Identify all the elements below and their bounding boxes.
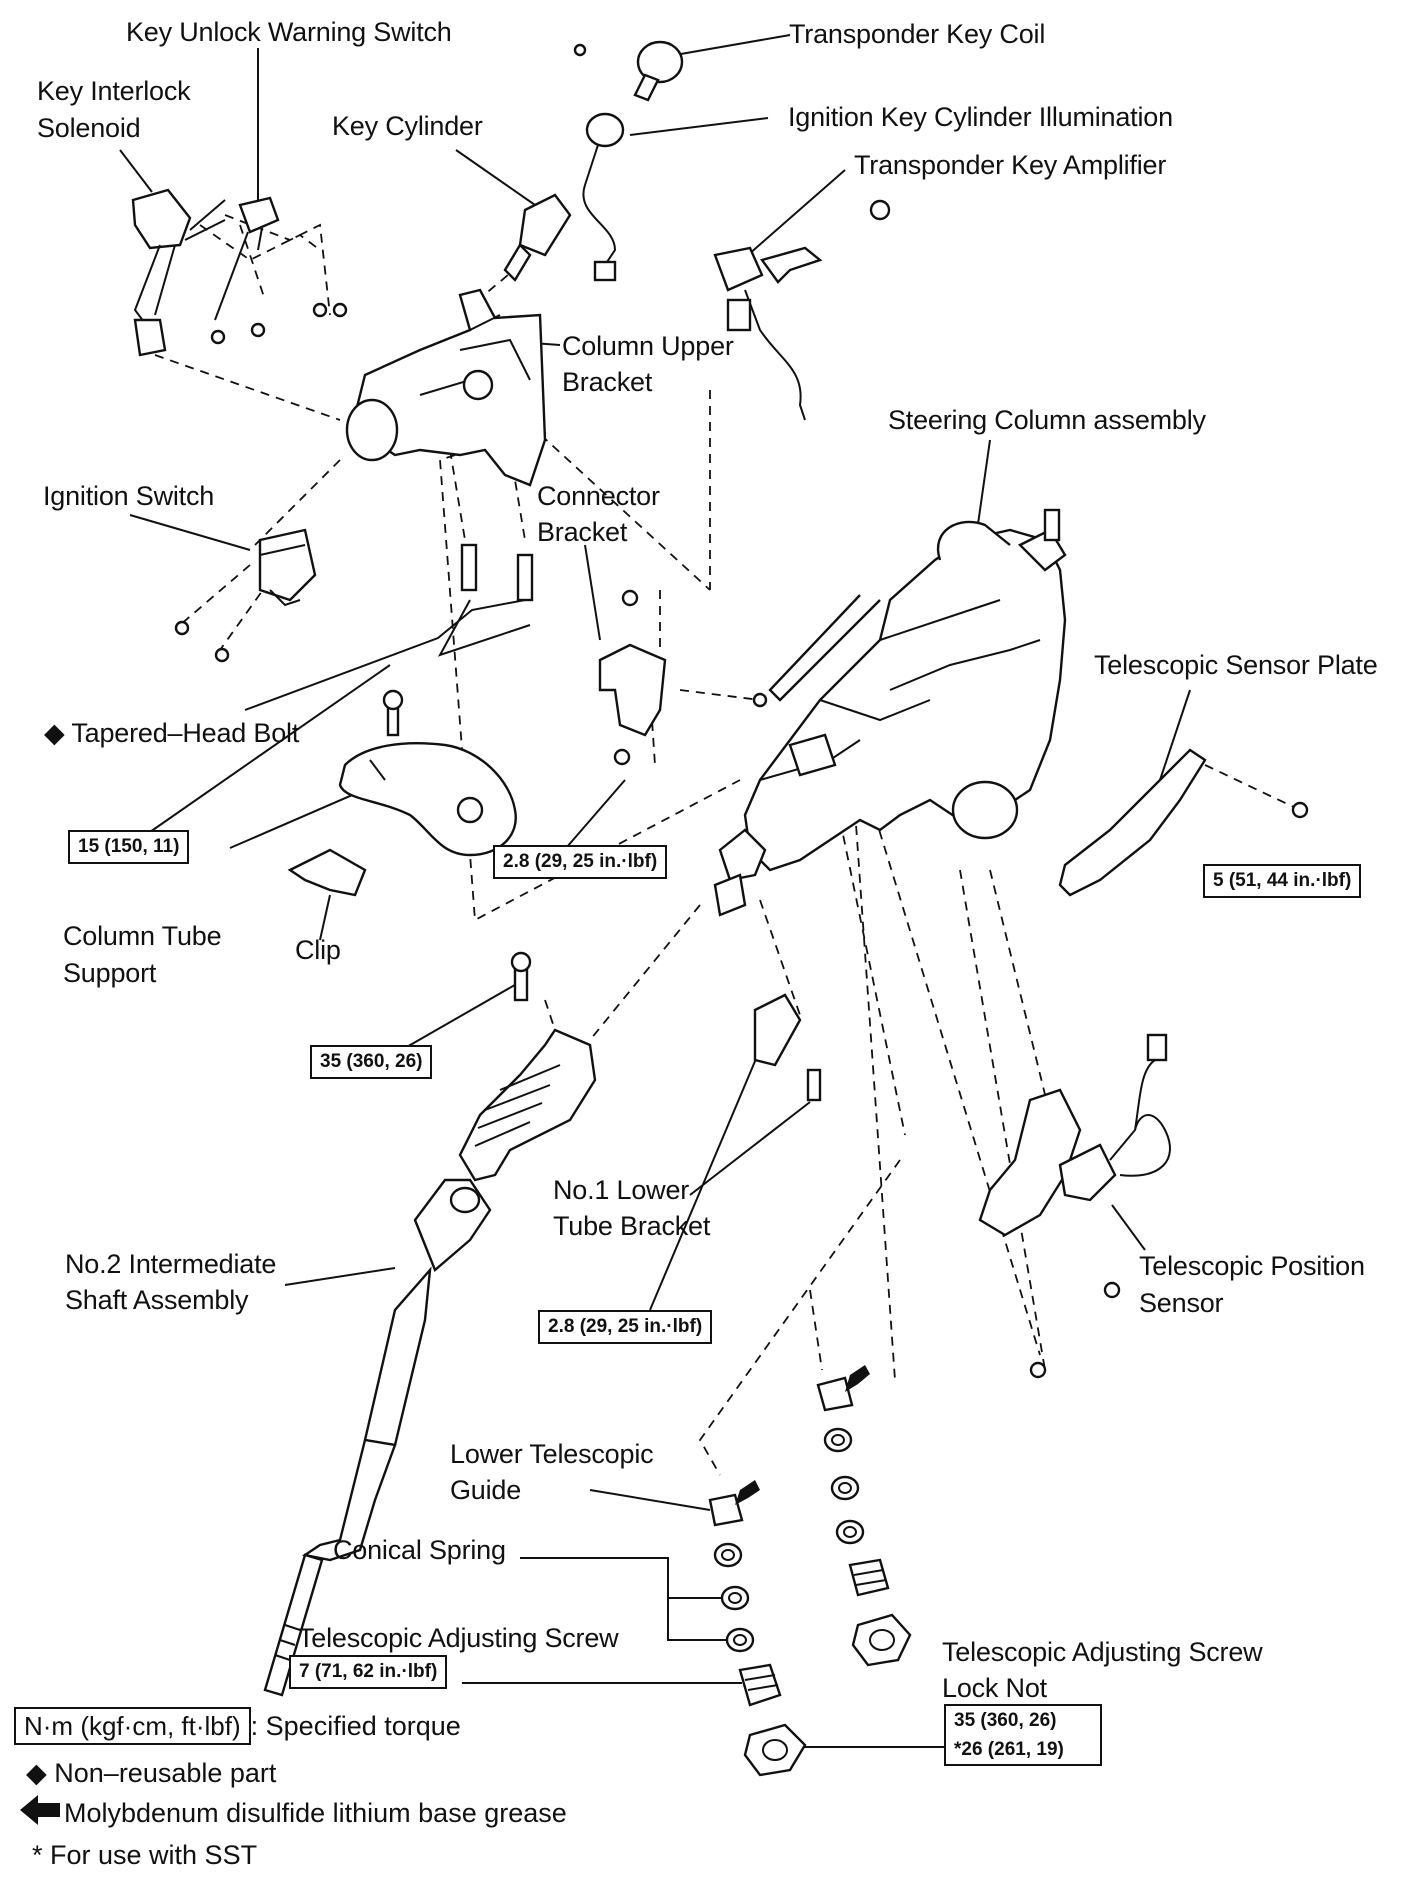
ignition-key-illumination-part [582, 112, 625, 282]
legend-torque: N·m (kgf·cm, ft·lbf): Specified torque [14, 1707, 461, 1745]
intermediate-shaft-part [263, 951, 597, 1697]
label-connector-bracket-2: Bracket [537, 517, 628, 547]
label-telescopic-position-sensor-1: Telescopic Position [1139, 1251, 1365, 1281]
label-key-interlock-solenoid-2: Solenoid [37, 113, 141, 143]
label-telescopic-sensor-plate: Telescopic Sensor Plate [1094, 650, 1378, 680]
no1-lower-tube-bracket-part [753, 993, 822, 1102]
lower-telescopic-guide-stack [708, 1480, 807, 1777]
torque-box-lock-nut: 35 (360, 26) *26 (261, 19) [944, 1704, 1102, 1766]
transponder-key-amplifier-part [713, 199, 891, 421]
label-no2-intermediate-shaft-1: No.2 Intermediate [65, 1249, 277, 1279]
label-tapered-head-bolt: ◆ Tapered–Head Bolt [44, 718, 300, 748]
screws-upper-left [210, 43, 587, 345]
label-telescopic-position-sensor-2: Sensor [1139, 1288, 1224, 1318]
label-telescopic-adjusting-screw: Telescopic Adjusting Screw [298, 1623, 619, 1653]
upper-guide-stack [816, 1365, 912, 1667]
leader-lines [119, 34, 1191, 1748]
legend-torque-desc: : Specified torque [250, 1711, 461, 1741]
torque-box-15: 15 (150, 11) [68, 830, 190, 864]
label-transponder-key-amplifier: Transponder Key Amplifier [854, 150, 1167, 180]
label-steering-column-assembly: Steering Column assembly [888, 405, 1206, 435]
torque-lock-nut-std: 35 (360, 26) [954, 1710, 1057, 1731]
legend-torque-unit: N·m (kgf·cm, ft·lbf) [14, 1707, 251, 1745]
label-conical-spring: Conical Spring [333, 1535, 506, 1565]
label-no1-lower-tube-bracket-2: Tube Bracket [553, 1211, 711, 1241]
torque-box-7: 7 (71, 62 in.·lbf) [289, 1655, 448, 1689]
torque-box-2-8-lower-bracket: 2.8 (29, 25 in.·lbf) [538, 1310, 713, 1344]
label-connector-bracket-1: Connector [537, 481, 660, 511]
telescopic-position-sensor-part [978, 1033, 1171, 1379]
label-lock-nut-2: Lock Not [942, 1673, 1047, 1703]
column-tube-support-part [338, 689, 517, 857]
steering-column-assembly-part [713, 508, 1067, 917]
label-ignition-key-cylinder-illumination: Ignition Key Cylinder Illumination [788, 102, 1173, 132]
label-column-tube-support-1: Column Tube [63, 921, 222, 951]
label-key-interlock-solenoid-1: Key Interlock [37, 76, 191, 106]
legend-non-reusable: ◆ Non–reusable part [26, 1758, 277, 1788]
torque-box-5: 5 (51, 44 in.·lbf) [1203, 864, 1362, 898]
label-lower-telescopic-guide-1: Lower Telescopic [450, 1439, 654, 1469]
key-unlock-warning-switch-part [214, 196, 280, 321]
torque-box-35-shaft: 35 (360, 26) [310, 1045, 433, 1079]
label-key-cylinder: Key Cylinder [332, 111, 483, 141]
tapered-head-bolts-part [437, 543, 534, 657]
label-column-upper-bracket-1: Column Upper [562, 331, 734, 361]
label-lower-telescopic-guide-2: Guide [450, 1475, 522, 1505]
torque-lock-nut-sst: *26 (261, 19) [954, 1739, 1064, 1760]
telescopic-sensor-plate-part [1058, 748, 1309, 897]
column-upper-bracket-part [345, 288, 547, 487]
clip-part [287, 848, 367, 897]
label-no1-lower-tube-bracket-1: No.1 Lower [553, 1175, 690, 1205]
torque-box-2-8-connector: 2.8 (29, 25 in.·lbf) [493, 845, 668, 879]
key-interlock-solenoid-part [131, 188, 226, 357]
label-ignition-switch: Ignition Switch [43, 481, 215, 511]
ignition-switch-part [174, 528, 317, 663]
grease-arrow-legend-icon [20, 1795, 60, 1825]
legend-grease: Molybdenum disulfide lithium base grease [64, 1798, 567, 1828]
label-lock-nut-1: Telescopic Adjusting Screw [942, 1637, 1263, 1667]
label-column-upper-bracket-2: Bracket [562, 367, 653, 397]
label-column-tube-support-2: Support [63, 958, 157, 988]
transponder-key-coil-part [633, 40, 684, 102]
label-key-unlock-warning-switch: Key Unlock Warning Switch [126, 17, 452, 47]
connector-bracket-part [598, 589, 667, 766]
label-transponder-key-coil: Transponder Key Coil [789, 19, 1046, 49]
key-cylinder-part [503, 193, 572, 282]
label-no2-intermediate-shaft-2: Shaft Assembly [65, 1285, 249, 1315]
legend-sst: * For use with SST [32, 1840, 258, 1870]
label-clip: Clip [295, 935, 341, 965]
